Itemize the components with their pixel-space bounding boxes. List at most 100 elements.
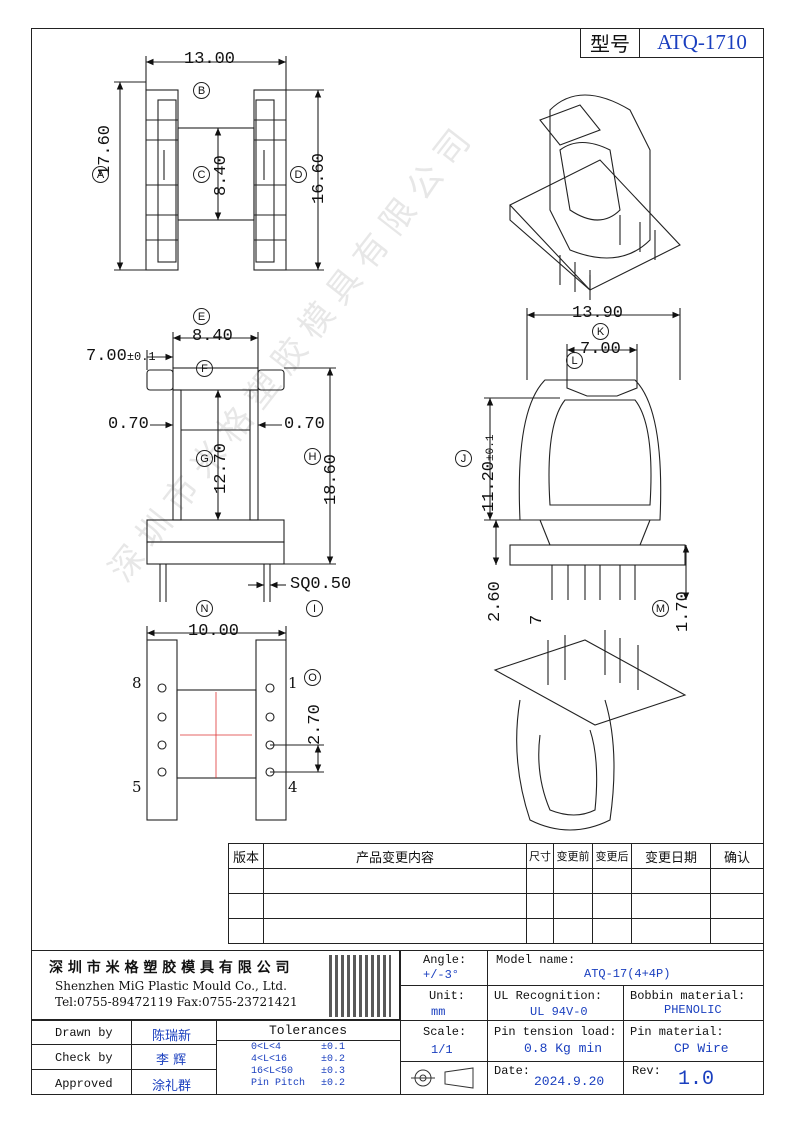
dim-window-tol: ±0.1 <box>485 434 497 461</box>
tolerance-divider <box>217 1040 400 1041</box>
scale-value: 1/1 <box>431 1043 453 1057</box>
qr-code <box>329 955 391 1017</box>
pin-holes-right <box>265 683 275 777</box>
tolerance-cell: Tolerances 0<L<4 ±0.1 4<L<16 ±0.2 16<L<5… <box>216 1020 401 1095</box>
dim-pin-pitch: 2.70 <box>306 704 325 745</box>
model-box: 型号 ATQ-1710 <box>580 28 764 58</box>
tol-value-2: ±0.2 <box>321 1054 346 1065</box>
dim-pin-square: SQ0.50 <box>290 575 352 594</box>
change-header-row: 版本 产品变更内容 尺寸 变更前 变更后 变更日期 确认 <box>228 843 764 869</box>
marker-d: D <box>290 166 307 183</box>
header-version: 版本 <box>228 843 264 869</box>
marker-b: B <box>193 82 210 99</box>
marker-e: E <box>193 308 210 325</box>
unit-value: mm <box>431 1005 446 1019</box>
approved-label: Approved <box>55 1077 113 1091</box>
model-name-label: Model name: <box>496 953 576 967</box>
angle-cell: Angle: +/-3° <box>400 950 488 986</box>
company-cell: 深 圳 市 米 格 塑 胶 模 具 有 限 公 司 Shenzhen MiG P… <box>31 950 400 1020</box>
bobbin-label: Bobbin material: <box>630 989 746 1003</box>
tol-range-1: 0<L<4 <box>251 1042 282 1053</box>
tol-range-2: 4<L<16 <box>251 1054 288 1065</box>
angle-label: Angle: <box>423 953 467 967</box>
dim-inner-height: 8.40 <box>212 155 231 196</box>
model-name-value: ATQ-17(4+4P) <box>584 967 671 981</box>
dim-front-width: 8.40 <box>192 327 233 346</box>
dim-total-height: 18.60 <box>322 453 341 505</box>
approved-value-cell: 涂礼群 <box>131 1069 217 1095</box>
unit-label: Unit: <box>429 989 466 1003</box>
marker-j: J <box>455 450 472 467</box>
iso-view-top <box>509 94 681 300</box>
marker-i: I <box>306 600 323 617</box>
tension-value: 0.8 Kg min <box>524 1041 603 1056</box>
model-name-cell: Model name: ATQ-17(4+4P) <box>487 950 764 986</box>
rev-value: 1.0 <box>678 1068 715 1091</box>
tol-value-4: ±0.2 <box>321 1078 346 1089</box>
change-row <box>228 893 764 919</box>
tol-value-3: ±0.3 <box>321 1066 346 1077</box>
marker-g: G <box>196 450 213 467</box>
dim-side-width: 13.90 <box>572 304 624 323</box>
pin-number-1: 1 <box>288 674 298 692</box>
date-value: 2024.9.20 <box>534 1074 605 1089</box>
tol-value-1: ±0.1 <box>321 1042 346 1053</box>
dim-wall-right: 0.70 <box>284 415 325 434</box>
check-value: 李 辉 <box>156 1053 187 1068</box>
dim-pin-length: 7 <box>528 614 547 625</box>
dim-flange-tol: ±0.1 <box>126 350 156 364</box>
scale-cell: Scale: 1/1 <box>400 1020 488 1062</box>
marker-a: A <box>92 166 109 183</box>
model-value: ATQ-1710 <box>657 30 747 54</box>
ul-cell: UL Recognition: UL 94V-0 <box>487 985 624 1021</box>
bottom-view <box>146 639 287 821</box>
bobbin-cell: Bobbin material: PHENOLIC <box>623 985 764 1021</box>
approved-value: 涂礼群 <box>152 1079 192 1094</box>
scale-label: Scale: <box>423 1025 467 1039</box>
marker-m: M <box>652 600 669 617</box>
marker-f: F <box>196 360 213 377</box>
unit-cell: Unit: mm <box>400 985 488 1021</box>
dim-wall-left: 0.70 <box>108 415 149 434</box>
iso-view-bottom <box>493 630 687 831</box>
company-name-cn: 深 圳 市 米 格 塑 胶 模 具 有 限 公 司 <box>49 960 290 976</box>
marker-h: H <box>304 448 321 465</box>
side-view <box>509 368 686 600</box>
change-row <box>228 868 764 894</box>
marker-o: O <box>304 669 321 686</box>
dim-flange-width: 7.00±0.1 <box>86 347 156 366</box>
pin-material-cell: Pin material: CP Wire <box>623 1020 764 1062</box>
check-label-cell: Check by <box>31 1044 132 1070</box>
dim-right-height: 16.60 <box>310 152 329 204</box>
top-view <box>145 89 287 271</box>
rev-cell: Rev: 1.0 <box>623 1061 764 1095</box>
projection-cell <box>400 1061 488 1095</box>
check-value-cell: 李 辉 <box>131 1044 217 1070</box>
tolerance-title: Tolerances <box>269 1023 348 1038</box>
dim-flange-value: 7.00 <box>86 347 127 366</box>
ul-value: UL 94V-0 <box>530 1005 588 1019</box>
drawn-label-cell: Drawn by <box>31 1020 132 1045</box>
company-name-en: Shenzhen MiG Plastic Mould Co., Ltd. <box>55 979 287 993</box>
tension-cell: Pin tension load: 0.8 Kg min <box>487 1020 624 1062</box>
header-content: 产品变更内容 <box>263 843 527 869</box>
centerlines <box>180 692 252 778</box>
drawn-value-cell: 陈瑞新 <box>131 1020 217 1045</box>
date-label: Date: <box>494 1064 531 1078</box>
dim-bottom-width: 10.00 <box>188 622 240 641</box>
ul-label: UL Recognition: <box>494 989 603 1003</box>
drawing-frame <box>31 28 764 1095</box>
tension-label: Pin tension load: <box>494 1025 617 1039</box>
tol-range-4: Pin Pitch <box>251 1078 306 1089</box>
bobbin-value: PHENOLIC <box>664 1003 722 1017</box>
pin-number-8: 8 <box>132 674 142 692</box>
model-label: 型号 <box>581 28 640 57</box>
dim-pin-height: 2.60 <box>486 581 505 622</box>
marker-n: N <box>196 600 213 617</box>
rev-label: Rev: <box>632 1064 661 1078</box>
header-dim: 尺寸 <box>526 843 554 869</box>
dim-top-width: 13.00 <box>184 50 236 69</box>
tol-range-3: 16<L<50 <box>251 1066 294 1077</box>
